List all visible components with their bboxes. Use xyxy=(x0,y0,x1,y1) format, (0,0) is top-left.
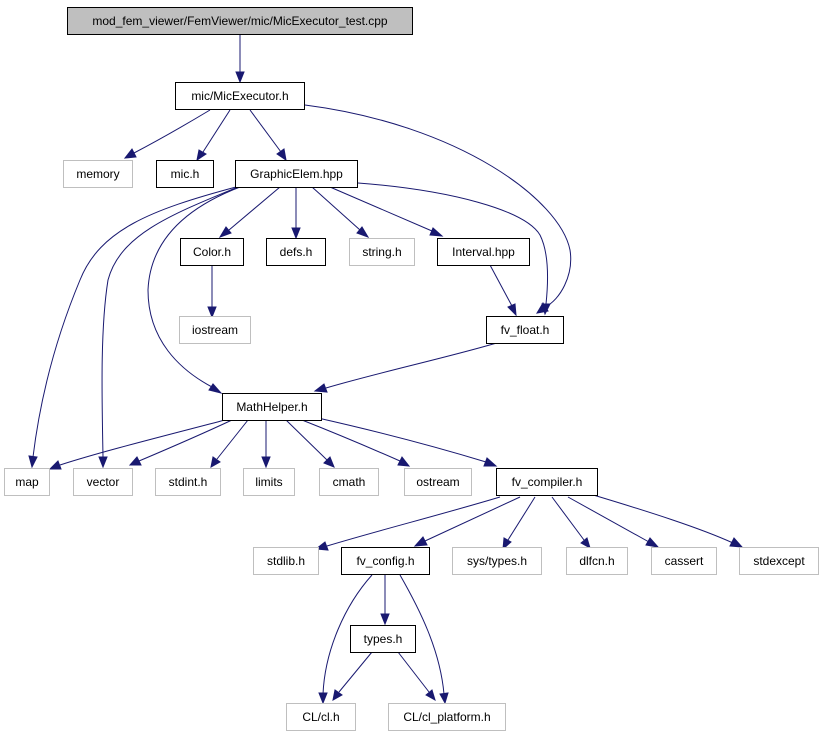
node-graphicelem-hpp[interactable]: GraphicElem.hpp xyxy=(235,160,358,188)
edge-types-clplatform xyxy=(397,651,430,693)
edge-types-clcl-arrowhead xyxy=(332,689,343,701)
node-stdexcept: stdexcept xyxy=(739,547,819,575)
edge-micexec-mic-arrowhead xyxy=(196,149,207,162)
edge-fvcompiler-fvconfig-arrowhead xyxy=(413,536,428,547)
edge-fvcompiler-dlfcn-arrowhead xyxy=(580,537,591,550)
edge-fvconfig-clcl xyxy=(322,574,373,695)
edge-graphic-mathhelper-arrowhead xyxy=(208,383,223,394)
edge-fvcompiler-cassert xyxy=(567,496,650,543)
edge-mathhelper-limits-arrowhead xyxy=(261,456,271,469)
edge-graphic-vector xyxy=(101,186,239,458)
edge-fvcompiler-stdlib xyxy=(326,496,501,547)
edge-graphic-color-arrowhead xyxy=(218,226,232,238)
edge-micexec-memory-arrowhead xyxy=(123,148,137,159)
node-fv-config-h[interactable]: fv_config.h xyxy=(341,547,430,575)
node-vector: vector xyxy=(73,468,133,496)
edge-fvcompiler-stdlib-arrowhead xyxy=(314,541,329,551)
edge-graphic-defs-arrowhead xyxy=(291,227,301,240)
edge-fvconfig-types-arrowhead xyxy=(380,613,390,626)
edge-micexec-mic xyxy=(202,109,231,153)
node-sys-types-h: sys/types.h xyxy=(452,547,542,575)
edge-graphic-string-arrowhead xyxy=(356,226,370,238)
edge-fvconfig-clplatform-arrowhead xyxy=(439,692,449,705)
edge-mathhelper-cmath-arrowhead xyxy=(323,456,335,468)
edge-fvcompiler-stdexcept-arrowhead xyxy=(729,537,744,548)
edge-mathhelper-ostream-arrowhead xyxy=(397,456,411,467)
node-mic-h[interactable]: mic.h xyxy=(156,160,214,188)
edge-mathhelper-cmath xyxy=(285,419,328,461)
node-cl-platform-h: CL/cl_platform.h xyxy=(388,703,506,731)
edge-mathhelper-vector-arrowhead xyxy=(128,456,142,466)
edge-fvcompiler-fvconfig xyxy=(424,496,521,542)
node-fv-float-h[interactable]: fv_float.h xyxy=(486,316,564,344)
edge-interval-fvfloat xyxy=(489,264,513,307)
node-cassert: cassert xyxy=(651,547,717,575)
edge-fvfloat-mathhelper-arrowhead xyxy=(313,383,328,393)
edge-mathhelper-vector xyxy=(138,419,233,462)
edge-micexec-fvfloat xyxy=(304,104,572,308)
edge-graphic-vector-arrowhead xyxy=(98,456,108,469)
node-defs-h[interactable]: defs.h xyxy=(266,238,326,266)
node-color-h[interactable]: Color.h xyxy=(180,238,244,266)
node-interval-hpp[interactable]: Interval.hpp xyxy=(437,238,530,266)
edge-graphic-interval-arrowhead xyxy=(429,227,444,237)
edge-graphic-fvfloat xyxy=(357,182,549,305)
edge-graphic-map-arrowhead xyxy=(28,455,38,469)
node-types-h[interactable]: types.h xyxy=(350,625,416,653)
edge-mathhelper-stdint xyxy=(216,419,249,460)
node-stdlib-h: stdlib.h xyxy=(253,547,319,575)
edge-fvconfig-clplatform xyxy=(399,574,445,695)
edge-micexec-graphic xyxy=(249,109,282,153)
node-cmath: cmath xyxy=(319,468,379,496)
edge-mathhelper-stdint-arrowhead xyxy=(210,456,221,468)
edge-mathhelper-map xyxy=(59,419,226,466)
node-micexecutor-h[interactable]: mic/MicExecutor.h xyxy=(175,82,305,110)
edge-graphic-mathhelper xyxy=(147,186,241,388)
edge-fvcompiler-dlfcn xyxy=(551,496,585,541)
edge-fvcompiler-stdexcept xyxy=(589,493,734,544)
edge-interval-fvfloat-arrowhead xyxy=(507,303,517,317)
node-stdint-h: stdint.h xyxy=(155,468,221,496)
node-limits: limits xyxy=(243,468,295,496)
edge-fvcompiler-cassert-arrowhead xyxy=(645,537,660,548)
node-map: map xyxy=(4,468,50,496)
edge-mathhelper-map-arrowhead xyxy=(48,460,62,470)
edge-graphic-string xyxy=(311,186,361,231)
edge-fvcompiler-systypes xyxy=(507,496,536,541)
edge-mathhelper-fvcompiler-arrowhead xyxy=(483,457,498,467)
edge-graphic-map xyxy=(32,186,237,458)
node-fv-compiler-h[interactable]: fv_compiler.h xyxy=(496,468,598,496)
edge-root-micexec-arrowhead xyxy=(235,71,245,84)
edge-graphic-fvfloat-arrowhead xyxy=(541,303,551,316)
node-string-h: string.h xyxy=(349,238,415,266)
node-root-file: mod_fem_viewer/FemViewer/mic/MicExecutor… xyxy=(67,7,413,35)
node-ostream: ostream xyxy=(404,468,472,496)
edge-types-clplatform-arrowhead xyxy=(425,689,436,702)
edge-types-clcl xyxy=(338,651,373,693)
node-mathhelper-h[interactable]: MathHelper.h xyxy=(222,393,322,421)
edge-graphic-color xyxy=(228,186,281,231)
node-memory: memory xyxy=(63,160,133,188)
node-dlfcn-h: dlfcn.h xyxy=(566,547,628,575)
edge-mathhelper-fvcompiler xyxy=(317,417,487,463)
edge-fvcompiler-systypes-arrowhead xyxy=(502,537,512,551)
edge-mathhelper-ostream xyxy=(301,419,401,462)
edge-fvconfig-clcl-arrowhead xyxy=(318,692,328,705)
edge-fvfloat-mathhelper xyxy=(325,341,501,389)
edge-micexec-memory xyxy=(133,109,211,154)
node-iostream: iostream xyxy=(179,316,251,344)
edge-color-iostream-arrowhead xyxy=(207,306,217,319)
node-cl-cl-h: CL/cl.h xyxy=(286,703,356,731)
edge-micexec-graphic-arrowhead xyxy=(276,148,287,162)
edge-graphic-interval xyxy=(329,186,433,232)
